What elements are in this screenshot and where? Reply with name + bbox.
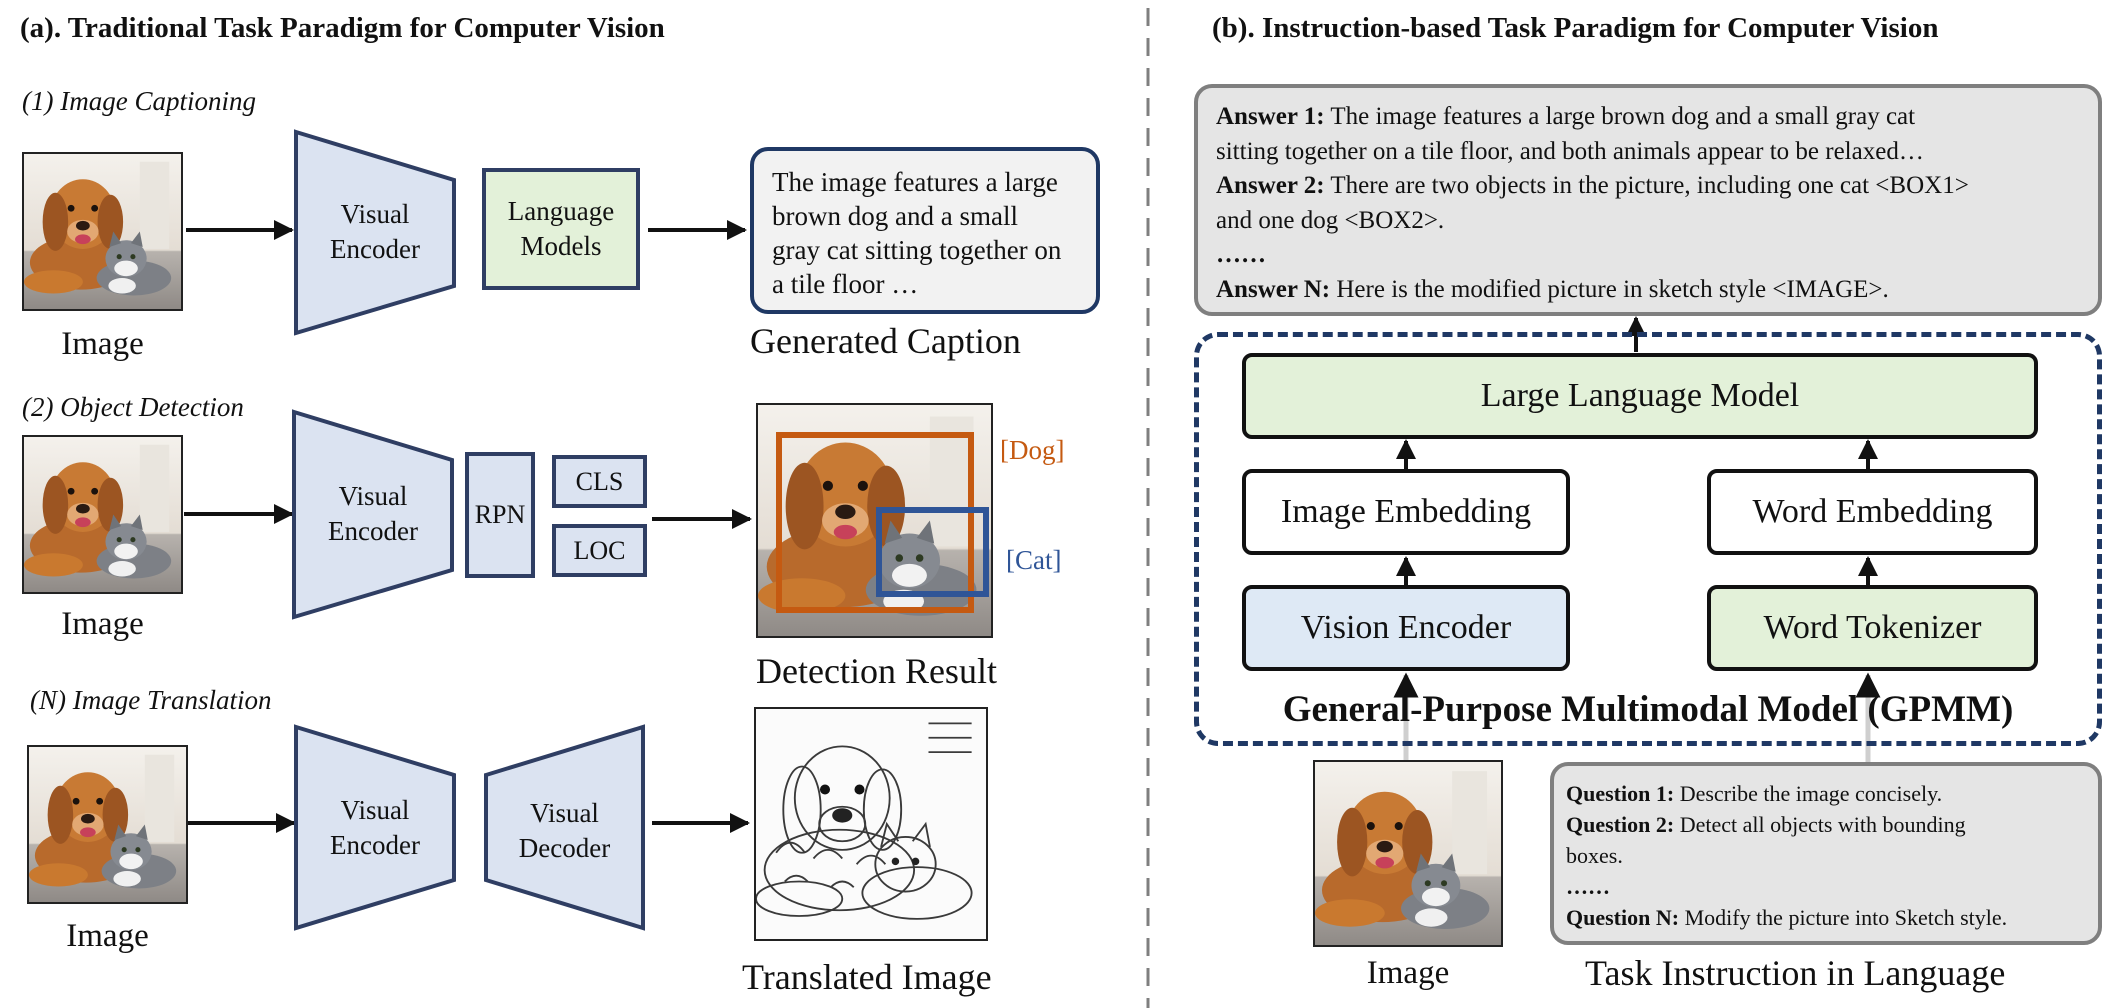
answer-line: Answer 2: There are two objects in the p… [1216, 169, 2080, 204]
answers-box: Answer 1: The image features a large bro… [1194, 84, 2102, 316]
question-line: Question 1: Describe the image concisely… [1566, 778, 2086, 809]
answer-text: The image features a large brown dog and… [1330, 103, 1916, 130]
detection-encoder-label: Visual Encoder [294, 479, 452, 549]
question-line: …… [1566, 871, 2086, 902]
right-panel-title: (b). Instruction-based Task Paradigm for… [1212, 12, 1939, 44]
question-key: Question 2: [1566, 812, 1675, 837]
dog-cat-photo [1315, 762, 1501, 945]
cat-tag: [Cat] [1006, 545, 1062, 575]
gpmm-label: General-Purpose Multimodal Model (GPMM) [1282, 689, 2014, 730]
question-line: Question N: Modify the picture into Sket… [1566, 902, 2086, 933]
caption-line: brown dog and a small [772, 201, 1018, 231]
detection-result-label: Detection Result [756, 651, 997, 691]
decoder-label-line: Decoder [518, 833, 611, 863]
answer-text: and one dog <BOX2>. [1216, 206, 1445, 234]
dog-bounding-box [776, 432, 974, 613]
large-language-model-box: Large Language Model [1242, 353, 2038, 439]
question-text: Modify the picture into Sketch style. [1684, 905, 2008, 930]
detection-input-image [22, 435, 183, 594]
detection-image-label: Image [61, 606, 144, 642]
word-embedding-box: Word Embedding [1707, 469, 2038, 555]
questions-box: Question 1: Describe the image concisely… [1550, 762, 2102, 945]
caption-line: The image features a large [772, 167, 1058, 197]
encoder-label-line: Visual [340, 795, 410, 825]
encoder-label-line: Encoder [330, 830, 420, 860]
captioning-encoder-label: Visual Encoder [296, 197, 454, 267]
visual-encoder-shape-1 [294, 129, 456, 336]
answer-line: Answer N: Here is the modified picture i… [1216, 273, 2080, 308]
vision-encoder-box: Vision Encoder [1242, 585, 1570, 671]
captioning-input-image [22, 152, 183, 311]
question-ellipsis: …… [1566, 874, 1610, 899]
question-text: Detect all objects with bounding [1679, 812, 1966, 837]
question-text: Describe the image concisely. [1679, 781, 1943, 806]
encoder-label-line: Encoder [328, 516, 418, 546]
translation-image-label: Image [66, 918, 149, 954]
dog-cat-photo [29, 747, 186, 902]
loc-box: LOC [552, 524, 647, 577]
question-key: Question N: [1566, 905, 1680, 930]
gpmm-container [1194, 332, 2102, 746]
captioning-image-label: Image [61, 326, 144, 362]
answer-text: sitting together on a tile floor, and bo… [1216, 137, 1924, 165]
question-text: boxes. [1566, 843, 1623, 868]
visual-encoder-shape-3 [294, 724, 456, 931]
translated-image [754, 707, 988, 941]
encoder-label-line: Visual [340, 199, 410, 229]
translated-image-label: Translated Image [742, 957, 992, 997]
answer-key: Answer N: [1216, 275, 1331, 303]
cls-box: CLS [552, 455, 647, 508]
question-line: boxes. [1566, 840, 2086, 871]
detection-subtitle: (2) Object Detection [22, 392, 244, 422]
translation-decoder-label: Visual Decoder [486, 796, 643, 866]
translation-subtitle: (N) Image Translation [30, 685, 272, 715]
question-key: Question 1: [1566, 781, 1675, 806]
generated-caption-label: Generated Caption [750, 321, 1021, 361]
encoder-label-line: Visual [338, 481, 408, 511]
question-line: Question 2: Detect all objects with boun… [1566, 809, 2086, 840]
answer-key: Answer 2: [1216, 172, 1325, 199]
image-embedding-box: Image Embedding [1242, 469, 1570, 555]
rpn-box: RPN [465, 452, 535, 578]
lm-label-line: Language [507, 196, 615, 226]
answer-line: …… [1216, 238, 2080, 273]
answer-line: and one dog <BOX2>. [1216, 204, 2080, 239]
translation-encoder-label: Visual Encoder [296, 793, 454, 863]
task-instruction-label: Task Instruction in Language [1585, 953, 2006, 993]
answer-line: Answer 1: The image features a large bro… [1216, 100, 2080, 135]
visual-encoder-shape-2 [292, 409, 454, 620]
language-models-box: Language Models [482, 168, 640, 290]
dog-cat-photo [24, 154, 181, 309]
answer-line: sitting together on a tile floor, and bo… [1216, 135, 2080, 170]
instruction-input-image [1313, 760, 1503, 947]
captioning-subtitle: (1) Image Captioning [22, 86, 256, 116]
answer-key: Answer 1: [1216, 103, 1325, 130]
visual-decoder-shape [484, 724, 645, 931]
left-panel-title: (a). Traditional Task Paradigm for Compu… [20, 12, 665, 44]
instruction-image-label: Image [1366, 955, 1450, 991]
word-tokenizer-box: Word Tokenizer [1707, 585, 2038, 671]
caption-line: gray cat sitting together on [772, 235, 1062, 265]
sketch-photo [756, 709, 986, 939]
answer-text: Here is the modified picture in sketch s… [1336, 275, 1889, 303]
translation-input-image [27, 745, 188, 904]
lm-label-line: Models [520, 231, 602, 261]
cat-bounding-box [876, 507, 989, 597]
generated-caption-box: The image features a large brown dog and… [750, 147, 1100, 314]
encoder-label-line: Encoder [330, 234, 420, 264]
decoder-label-line: Visual [530, 798, 599, 828]
dog-cat-photo [24, 437, 181, 592]
answer-ellipsis: …… [1216, 241, 1266, 268]
answer-text: There are two objects in the picture, in… [1330, 172, 1969, 199]
caption-line: a tile floor … [772, 269, 919, 299]
dog-tag: [Dog] [1000, 435, 1065, 465]
